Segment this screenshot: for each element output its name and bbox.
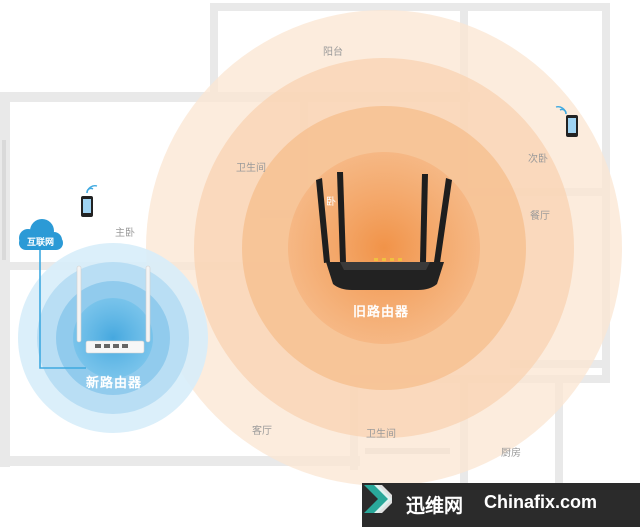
new-router-coverage	[18, 243, 208, 433]
brand-logo-icon	[364, 485, 392, 513]
watermark-en: Chinafix.com	[484, 492, 598, 512]
old-router-label: 旧路由器	[353, 305, 410, 320]
room-label-restaurant: 餐厅	[530, 211, 550, 222]
new-router-icon	[76, 265, 151, 354]
watermark-bar: 迅维网 Chinafix.com	[362, 483, 640, 527]
smartphone-icon	[81, 196, 93, 217]
wifi-icon	[86, 185, 98, 194]
room-label-bathroom-bottom: 卫生间	[366, 429, 396, 440]
old-router-icon	[316, 172, 452, 290]
room-label-living-room: 客厅	[252, 426, 272, 437]
room-label-master-bedroom: 主卧	[115, 228, 135, 239]
room-label-bathroom-top: 卫生间	[236, 163, 266, 174]
room-label-partial: 卧	[326, 197, 336, 208]
network-cable	[39, 250, 86, 369]
new-router-label: 新路由器	[86, 376, 143, 391]
wifi-icon	[555, 106, 567, 115]
smartphone-icon	[566, 115, 578, 137]
internet-label: 互联网	[27, 238, 55, 248]
watermark-cn: 迅维网	[406, 495, 464, 517]
cloud-icon	[19, 219, 63, 250]
room-label-second-bedroom: 次卧	[528, 154, 548, 165]
old-router-coverage	[146, 10, 622, 486]
room-label-kitchen: 厨房	[501, 448, 521, 459]
room-label-balcony: 阳台	[323, 47, 343, 58]
